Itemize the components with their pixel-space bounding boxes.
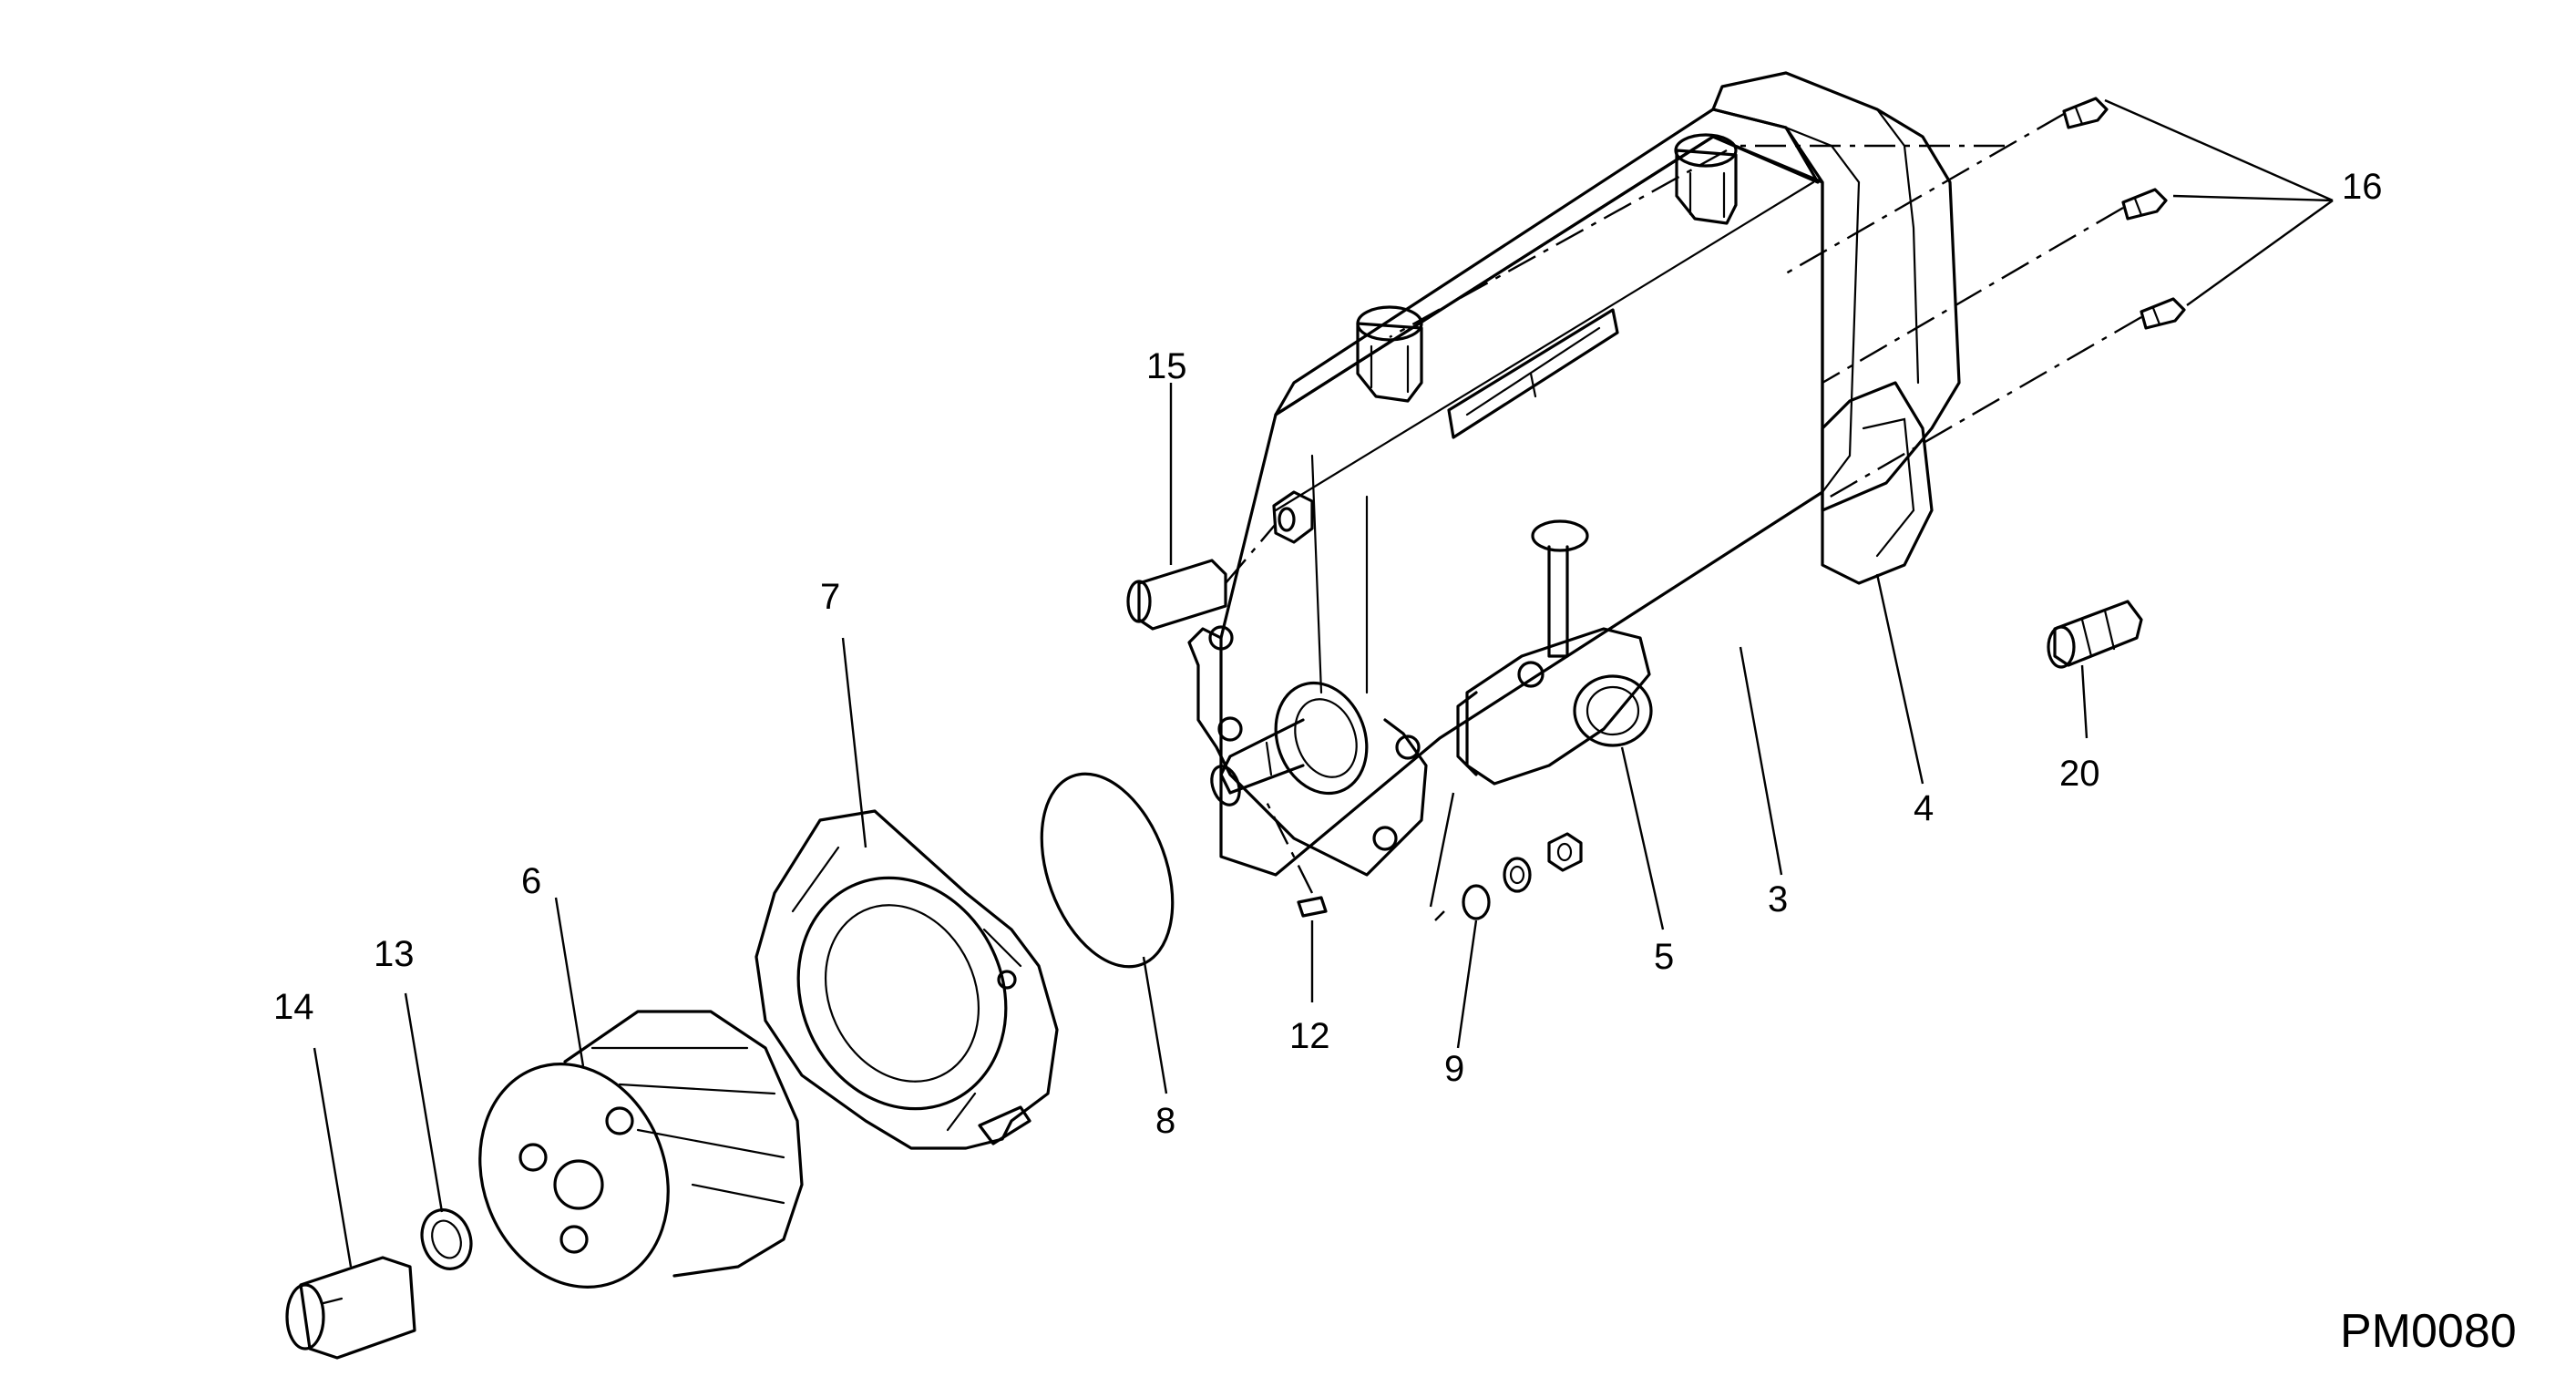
callout-12: 12 [1289, 1016, 1330, 1056]
screws-part-16 [1389, 97, 2186, 503]
leader-lines [313, 98, 2334, 1268]
key-part-12 [1265, 801, 1328, 918]
callout-14: 14 [273, 987, 314, 1027]
callout-13: 13 [374, 934, 415, 974]
washer-part-13 [420, 1208, 473, 1270]
callout-6: 6 [521, 861, 541, 901]
callout-7: 7 [820, 577, 840, 617]
callout-16: 16 [2342, 167, 2383, 207]
callout-5: 5 [1654, 937, 1674, 977]
callout-4: 4 [1914, 788, 1934, 828]
screw-16a [2062, 97, 2109, 129]
callout-labels: 15 16 7 6 13 14 8 12 9 5 3 4 20 [273, 167, 2383, 1141]
drive-gear-part-6 [478, 1010, 804, 1289]
drawing-code: PM0080 [2340, 1305, 2517, 1358]
pump-body-part-3 [1187, 71, 1961, 877]
o-ring-part-8 [1040, 772, 1175, 969]
screw-16c [2140, 297, 2186, 330]
callout-20: 20 [2059, 754, 2100, 794]
plug-part-15 [1126, 523, 1277, 631]
callout-8: 8 [1155, 1101, 1175, 1141]
callout-15: 15 [1146, 346, 1187, 386]
callout-3: 3 [1768, 879, 1788, 919]
screw-16b [2121, 188, 2168, 221]
fitting-part-20 [2047, 600, 2143, 669]
washers-part-9 [1429, 792, 1583, 921]
adapter-housing-part-7 [754, 809, 1059, 1150]
nut-part-14 [285, 1256, 416, 1360]
callout-9: 9 [1444, 1049, 1464, 1089]
